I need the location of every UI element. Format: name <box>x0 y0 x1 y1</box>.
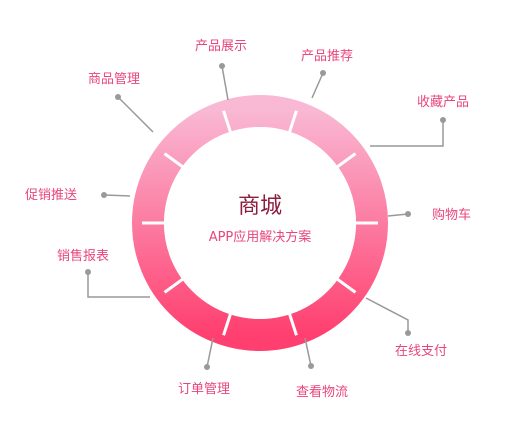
feature-label-shopping-cart: 购物车 <box>432 207 471 223</box>
feature-labels: 产品展示 产品推荐 收藏产品 购物车 在线支付 查看物流 订单管理 销售报表 促… <box>25 39 471 400</box>
feature-label-product-display: 产品展示 <box>195 39 247 54</box>
center-subtitle: APP应用解决方案 <box>209 229 312 245</box>
feature-label-goods-management: 商品管理 <box>88 72 140 87</box>
feature-label-promotion-push: 促销推送 <box>25 188 77 203</box>
feature-label-track-logistics: 查看物流 <box>296 384 348 400</box>
feature-label-sales-report: 销售报表 <box>57 248 109 264</box>
feature-label-online-payment: 在线支付 <box>395 344 447 359</box>
feature-label-order-management: 订单管理 <box>178 382 230 397</box>
center-title: 商城 <box>238 194 282 219</box>
connectors <box>85 63 446 370</box>
feature-label-product-recommend: 产品推荐 <box>301 49 353 64</box>
feature-label-favorite-products: 收藏产品 <box>417 95 469 110</box>
ring <box>132 95 388 351</box>
